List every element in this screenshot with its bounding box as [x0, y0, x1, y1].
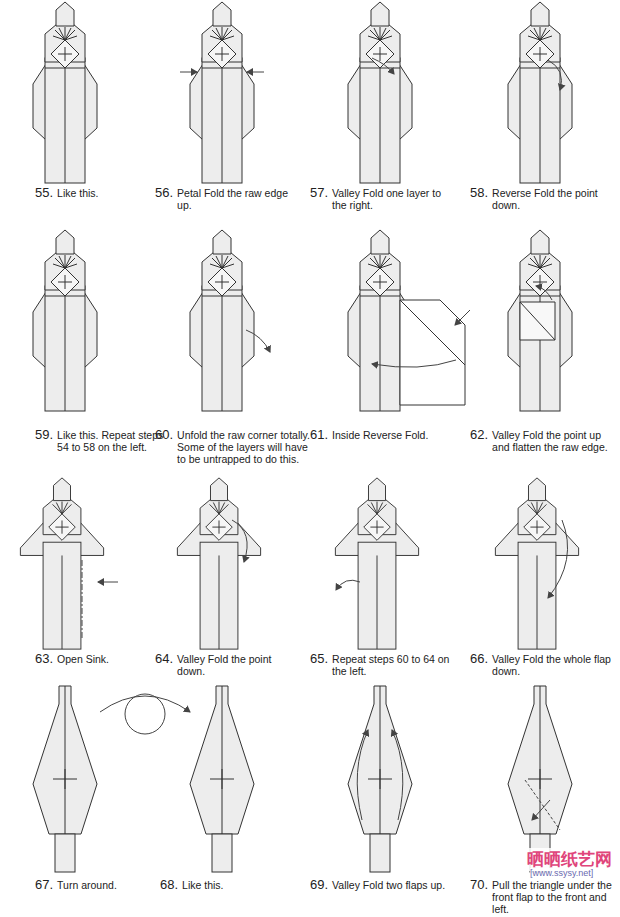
step-number: 68. [160, 878, 178, 892]
step-number: 61. [310, 428, 328, 442]
step-caption: 69. Valley Fold two flaps up. [310, 878, 445, 892]
step-instruction: Valley Fold the whole flap down. [492, 652, 620, 677]
step-number: 60. [155, 428, 173, 442]
step-instruction: Valley Fold two flaps up. [332, 878, 445, 891]
step-caption: 63. Open Sink. [35, 652, 109, 666]
step-instruction: Valley Fold the point down. [177, 652, 297, 677]
step-instruction: Turn around. [57, 878, 117, 891]
step-caption: 59. Like this. Repeat steps 54 to 58 on t… [35, 428, 169, 453]
step-instruction: Like this. [182, 878, 223, 891]
step-number: 56. [155, 186, 173, 200]
step-instruction: Valley Fold the point up and flatten the… [492, 428, 620, 453]
step-caption: 62. Valley Fold the point up and flatten … [470, 428, 620, 453]
step-caption: 67. Turn around. [35, 878, 117, 892]
step-instruction: Petal Fold the raw edge up. [177, 186, 295, 211]
step-caption: 64. Valley Fold the point down. [155, 652, 297, 677]
step-instruction: Unfold the raw corner totally. Some of t… [177, 428, 317, 465]
step-caption: 65. Repeat steps 60 to 64 on the left. [310, 652, 462, 677]
step-instruction: Repeat steps 60 to 64 on the left. [332, 652, 462, 677]
step-caption: 57. Valley Fold one layer to the right. [310, 186, 450, 211]
step-caption: 68. Like this. [160, 878, 224, 892]
step-number: 63. [35, 652, 53, 666]
step-caption: 61. Inside Reverse Fold. [310, 428, 428, 442]
step-number: 69. [310, 878, 328, 892]
step-number: 59. [35, 428, 53, 442]
step-caption: 70. Pull the triangle under the front fla… [470, 878, 620, 915]
step-instruction: Open Sink. [57, 652, 109, 665]
watermark: [www.ssysy.net] [530, 868, 593, 878]
step-instruction: Valley Fold one layer to the right. [332, 186, 450, 211]
step-number: 64. [155, 652, 173, 666]
step-number: 58. [470, 186, 488, 200]
step-instruction: Reverse Fold the point down. [492, 186, 610, 211]
step-caption: 66. Valley Fold the whole flap down. [470, 652, 620, 677]
step-number: 67. [35, 878, 53, 892]
step-caption: 55. Like this. [35, 186, 99, 200]
step-number: 66. [470, 652, 488, 666]
step-number: 70. [470, 878, 488, 892]
step-caption: 56. Petal Fold the raw edge up. [155, 186, 295, 211]
step-instruction: Inside Reverse Fold. [332, 428, 428, 441]
step-caption: 58. Reverse Fold the point down. [470, 186, 610, 211]
step-number: 65. [310, 652, 328, 666]
step-number: 62. [470, 428, 488, 442]
step-number: 55. [35, 186, 53, 200]
step-caption: 60. Unfold the raw corner totally. Some o… [155, 428, 317, 465]
step-instruction: Pull the triangle under the front flap t… [492, 878, 620, 915]
step-instruction: Like this. Repeat steps 54 to 58 on the … [57, 428, 169, 453]
step-instruction: Like this. [57, 186, 98, 199]
step-number: 57. [310, 186, 328, 200]
